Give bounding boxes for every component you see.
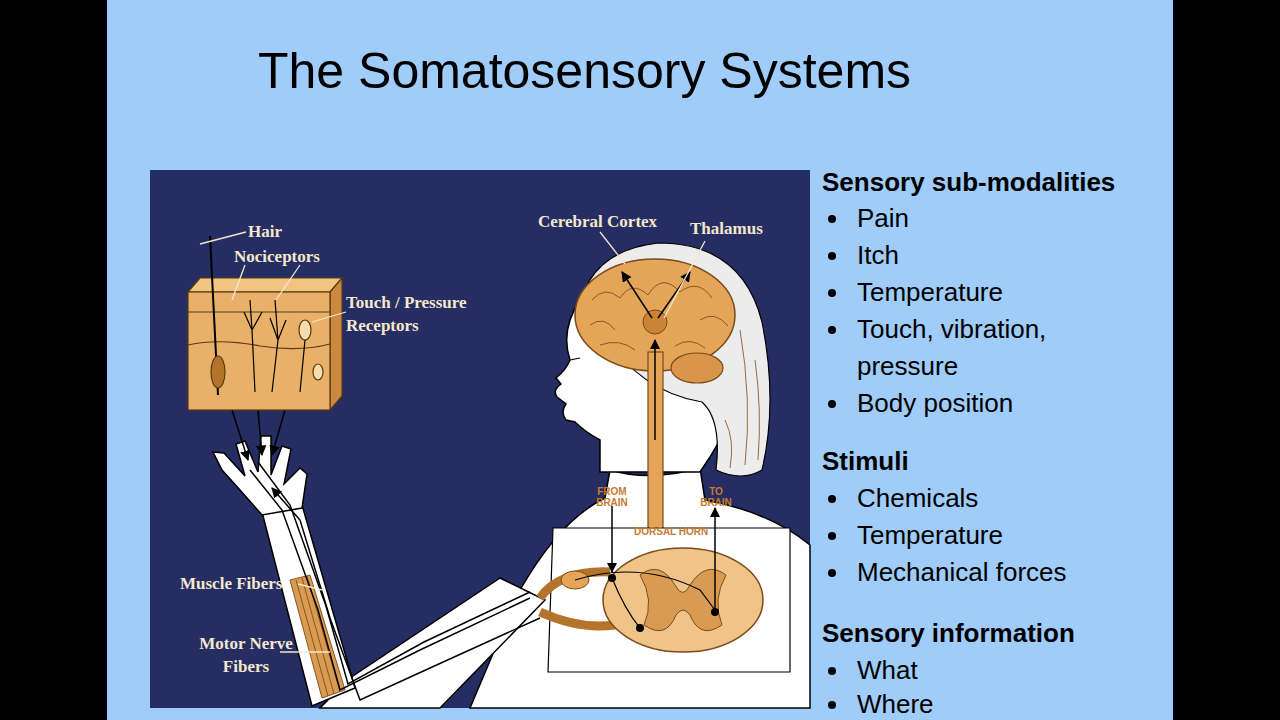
part-label: Touch / Pressure Receptors xyxy=(346,291,496,337)
bullet-dot xyxy=(828,400,836,408)
bullet-dot xyxy=(828,289,836,297)
list-heading: Stimuli xyxy=(822,443,1177,480)
pathway-label: FROM BRAIN xyxy=(592,486,632,508)
list-item: Body position xyxy=(857,385,1157,422)
part-label: Muscle Fibers xyxy=(180,572,310,595)
list-item: Mechanical forces xyxy=(857,554,1157,591)
list-heading: Sensory sub-modalities xyxy=(822,164,1177,201)
bullet-dot xyxy=(828,701,836,709)
list-item: What xyxy=(857,652,1157,689)
list-item: Itch xyxy=(857,237,1157,274)
bullet-dot xyxy=(828,532,836,540)
cerebellum xyxy=(671,353,723,383)
bullet-dot xyxy=(828,495,836,503)
pathway-label: TO BRAIN xyxy=(696,486,736,508)
part-label: Thalamus xyxy=(690,217,790,240)
slide-title: The Somatosensory Systems xyxy=(258,40,911,102)
illustration-panel xyxy=(150,170,810,708)
part-label: Motor Nerve Fibers xyxy=(190,632,302,678)
brain-arrows xyxy=(622,272,690,440)
part-label: Nociceptors xyxy=(234,245,354,268)
nerve-fibers xyxy=(232,410,540,700)
list-item: Pain xyxy=(857,200,1157,237)
list-item: Where xyxy=(857,686,1157,720)
part-label: Hair xyxy=(248,220,318,243)
list-heading: Sensory information xyxy=(822,615,1177,652)
part-label: DORSAL HORN xyxy=(634,526,724,537)
bullet-dot xyxy=(828,667,836,675)
list-item: Temperature xyxy=(857,274,1157,311)
bullet-dot xyxy=(828,326,836,334)
thalamus-shape xyxy=(643,310,667,334)
list-item: Chemicals xyxy=(857,480,1157,517)
hand xyxy=(213,436,307,515)
list-item: Temperature xyxy=(857,517,1157,554)
spinal-section xyxy=(540,506,790,672)
hair-strands xyxy=(725,330,759,468)
forearm xyxy=(262,505,355,706)
eye xyxy=(570,358,580,360)
list-item: Touch, vibration, pressure xyxy=(857,311,1107,385)
bullet-dot xyxy=(828,215,836,223)
bullet-dot xyxy=(828,569,836,577)
part-label: Cerebral Cortex xyxy=(538,210,688,233)
bullet-dot xyxy=(828,252,836,260)
